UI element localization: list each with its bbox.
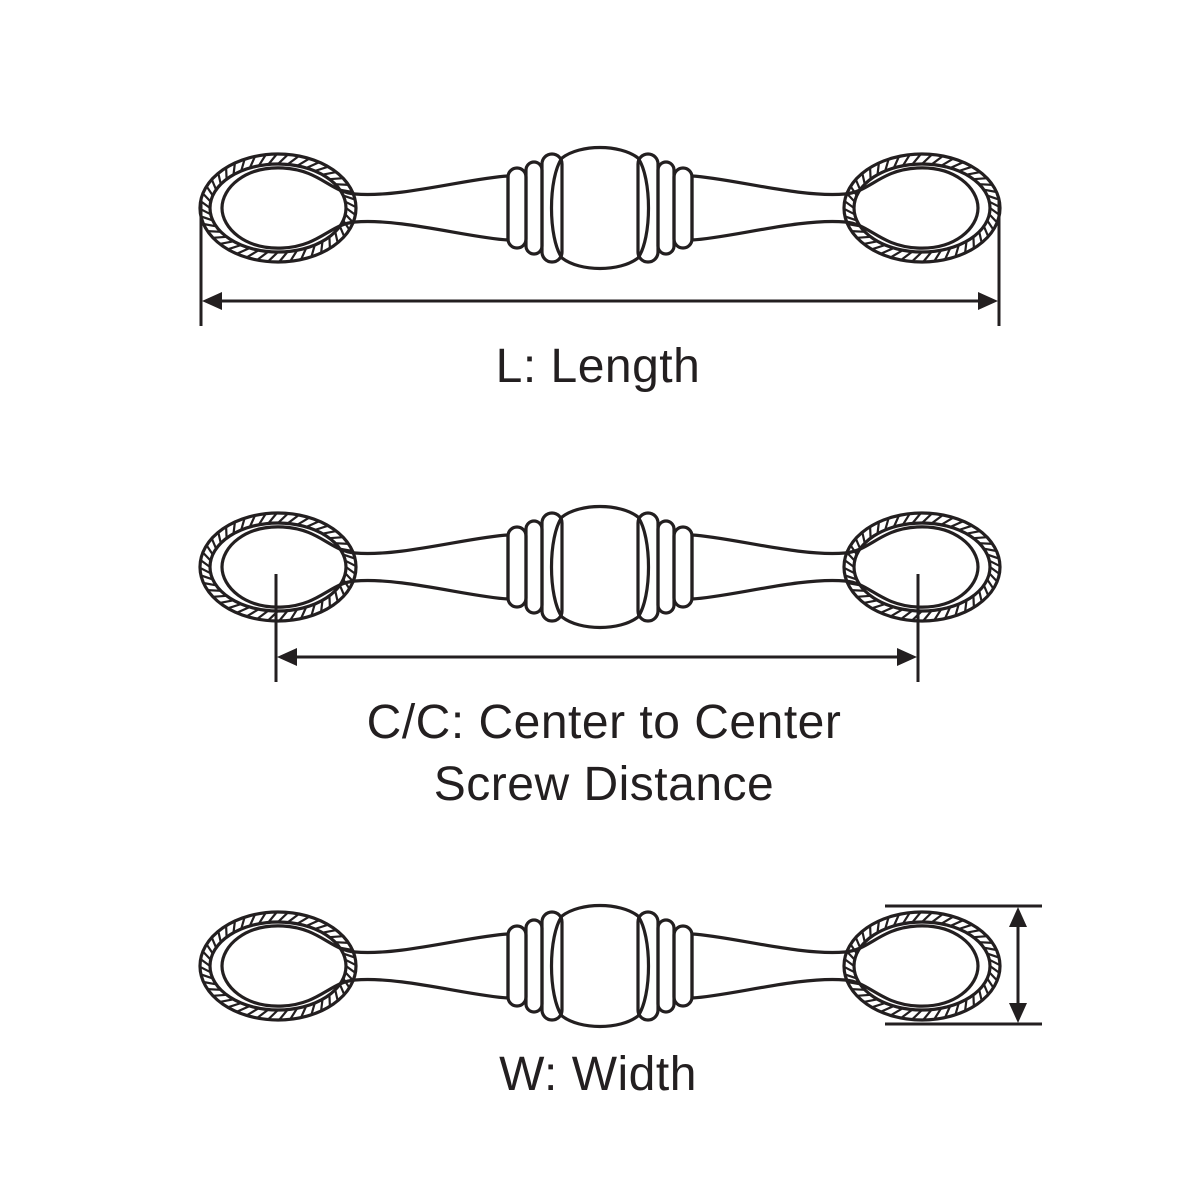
width-dimension [885, 904, 1042, 1026]
length-caption: L: Length [496, 340, 701, 393]
handle-illustration-center [198, 504, 1002, 630]
width-caption: W: Width [499, 1048, 697, 1101]
center-caption-line1: C/C: Center to Center [367, 696, 842, 749]
handle-illustration-width [198, 903, 1002, 1029]
center-caption-line2: Screw Distance [434, 758, 774, 811]
length-dimension [199, 200, 1001, 326]
handle-illustration-length [198, 145, 1002, 271]
center-dimension [274, 574, 920, 682]
